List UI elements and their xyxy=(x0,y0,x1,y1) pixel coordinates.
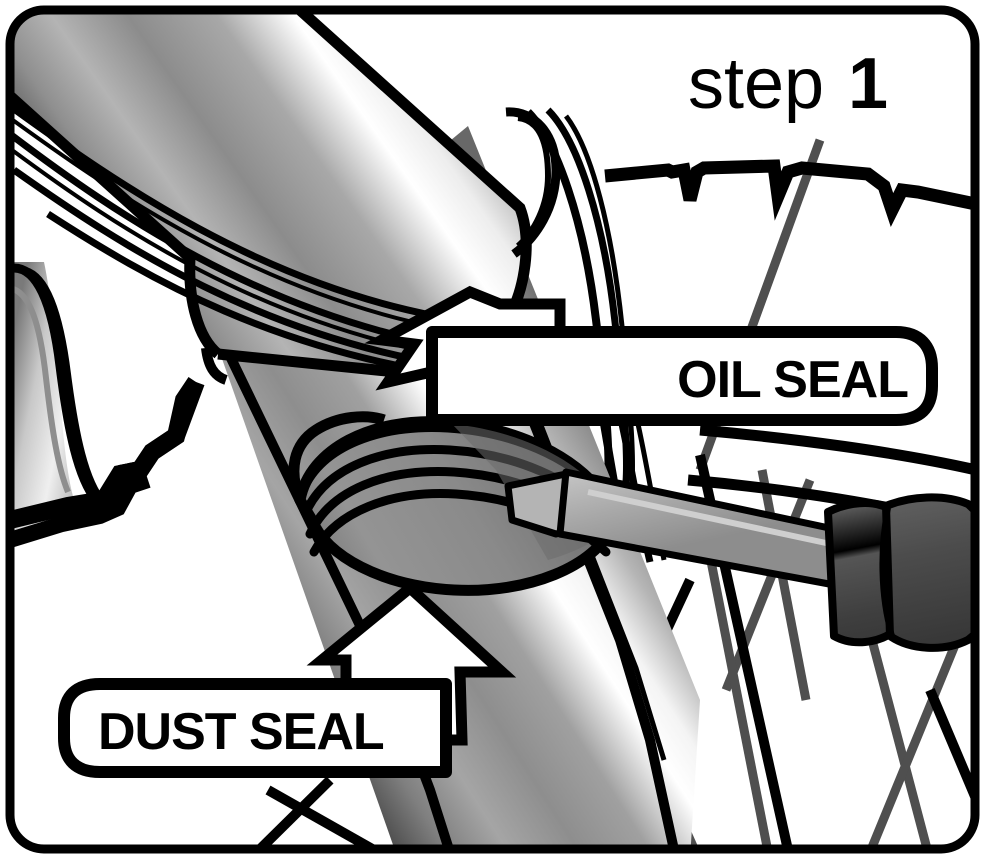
fork-slider-edge-left xyxy=(10,91,222,359)
illustration-frame-border xyxy=(5,5,980,854)
left-tire-edge-lower xyxy=(10,472,151,548)
second-fork-leg-edge-inner xyxy=(24,267,107,505)
second-fork-leg-highlight xyxy=(10,285,71,494)
seal-lip-back xyxy=(288,411,386,503)
step-number: 1 xyxy=(848,44,888,124)
screwdriver-blade-highlight xyxy=(587,489,841,549)
spring-clip xyxy=(505,107,561,258)
illustration-content: OIL SEAL DUST SEAL step 1 xyxy=(10,10,975,849)
spring-clip-inner xyxy=(515,115,552,249)
callout-oil-seal[interactable]: OIL SEAL xyxy=(364,285,938,426)
fork-slider-shoulder-left xyxy=(201,347,228,385)
screwdriver-handle-body xyxy=(882,493,975,652)
oil-seal-label: OIL SEAL xyxy=(677,351,908,409)
oil-seal-banner xyxy=(426,326,938,426)
step-label: step xyxy=(688,44,824,124)
step-indicator: step 1 xyxy=(688,44,888,124)
second-fork-leg-edge-outer xyxy=(13,263,100,503)
spring-clip-outer xyxy=(505,107,561,258)
dust-seal-label: DUST SEAL xyxy=(98,703,384,761)
fork-slider-lower-bracket xyxy=(118,378,205,483)
fork-slider-bottom-edge xyxy=(217,348,417,380)
screwdriver-handle-seam xyxy=(879,507,895,637)
tire-tread-outline xyxy=(604,159,975,227)
callout-dust-seal[interactable]: DUST SEAL xyxy=(58,580,517,778)
screwdriver xyxy=(504,468,975,652)
dust-seal-banner xyxy=(58,678,452,778)
